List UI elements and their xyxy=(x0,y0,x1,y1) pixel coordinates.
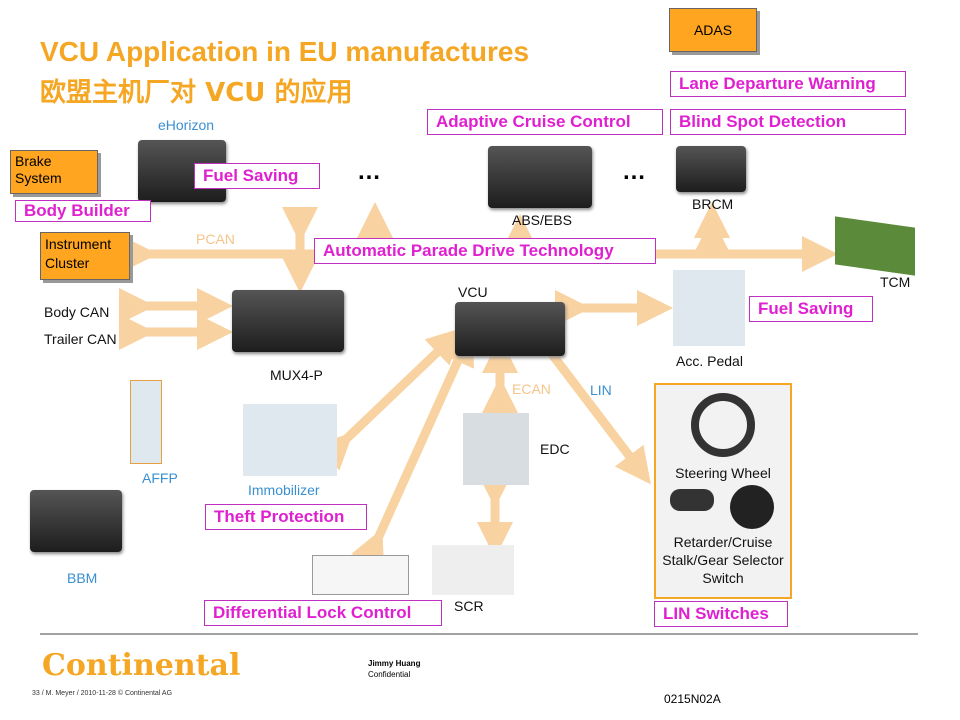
mux4p-image xyxy=(232,290,344,352)
immobilizer-label: Immobilizer xyxy=(248,482,320,498)
ellipsis: … xyxy=(622,158,646,185)
ellipsis: … xyxy=(357,158,381,185)
ecan-label: ECAN xyxy=(512,381,551,397)
tcm-label: TCM xyxy=(880,274,911,290)
footer-meta: 33 / M. Meyer / 2010-11-28 © Continental… xyxy=(32,690,173,697)
brake-system-box: Brake System xyxy=(10,150,98,194)
feature-lane-departure-warning: Lane Departure Warning xyxy=(670,71,906,97)
feature-automatic-parade-drive: Automatic Parade Drive Technology xyxy=(314,238,656,264)
body-can-label: Body CAN xyxy=(44,304,110,320)
vcu-image xyxy=(455,302,565,356)
bbm-label: BBM xyxy=(67,570,98,586)
edc-image xyxy=(463,413,529,485)
trailer-can-label: Trailer CAN xyxy=(44,331,117,347)
adas-box: ADAS xyxy=(669,8,757,52)
feature-body-builder: Body Builder xyxy=(15,200,151,222)
diff-lock-diagram xyxy=(312,555,409,595)
steering-wheel-icon xyxy=(691,393,755,457)
feature-differential-lock-control: Differential Lock Control xyxy=(204,600,442,626)
abs-ebs-image xyxy=(488,146,592,208)
scr-label: SCR xyxy=(454,598,484,614)
feature-lin-switches: LIN Switches xyxy=(654,601,788,627)
scr-sensor-image xyxy=(432,545,514,595)
mux4p-label: MUX4-P xyxy=(270,367,323,383)
footer-confidential: Confidential xyxy=(368,670,411,679)
acc-pedal-label: Acc. Pedal xyxy=(676,353,743,369)
page-title: VCU Application in EU manufactures xyxy=(40,36,530,67)
continental-logo: Continental xyxy=(42,648,241,683)
retarder-label: Retarder/Cruise Stalk/Gear Selector Swit… xyxy=(662,534,784,586)
steering-wheel-label: Steering Wheel xyxy=(675,465,771,481)
brcm-label: BRCM xyxy=(692,196,734,212)
feature-fuel-saving: Fuel Saving xyxy=(749,296,873,322)
feature-theft-protection: Theft Protection xyxy=(205,504,367,530)
selector-switch-image xyxy=(730,485,774,529)
vcu-label: VCU xyxy=(458,284,488,300)
lin-label: LIN xyxy=(590,382,612,398)
acc-pedal-image xyxy=(673,270,745,346)
abs-ebs-label: ABS/EBS xyxy=(512,212,572,228)
brcm-image xyxy=(676,146,746,192)
feature-fuel-saving: Fuel Saving xyxy=(194,163,320,189)
page-subtitle: 欧盟主机厂对 VCU 的应用 xyxy=(40,78,353,108)
feature-adaptive-cruise-control: Adaptive Cruise Control xyxy=(427,109,663,135)
instrument-cluster-box: Instrument Cluster xyxy=(40,232,130,280)
lin-switches-group: Steering Wheel Retarder/Cruise Stalk/Gea… xyxy=(654,383,792,599)
immobilizer-image xyxy=(243,404,337,476)
affp-label: AFFP xyxy=(142,470,178,486)
pcan-label: PCAN xyxy=(196,231,235,247)
affp-image xyxy=(130,380,162,464)
bbm-image xyxy=(30,490,122,552)
ehorizon-label: eHorizon xyxy=(158,117,215,133)
feature-blind-spot-detection: Blind Spot Detection xyxy=(670,109,906,135)
stalk-image xyxy=(670,489,714,511)
edc-label: EDC xyxy=(540,441,570,457)
footer-author: Jimmy Huang xyxy=(368,659,421,668)
footer-code: 0215N02A xyxy=(664,692,721,706)
